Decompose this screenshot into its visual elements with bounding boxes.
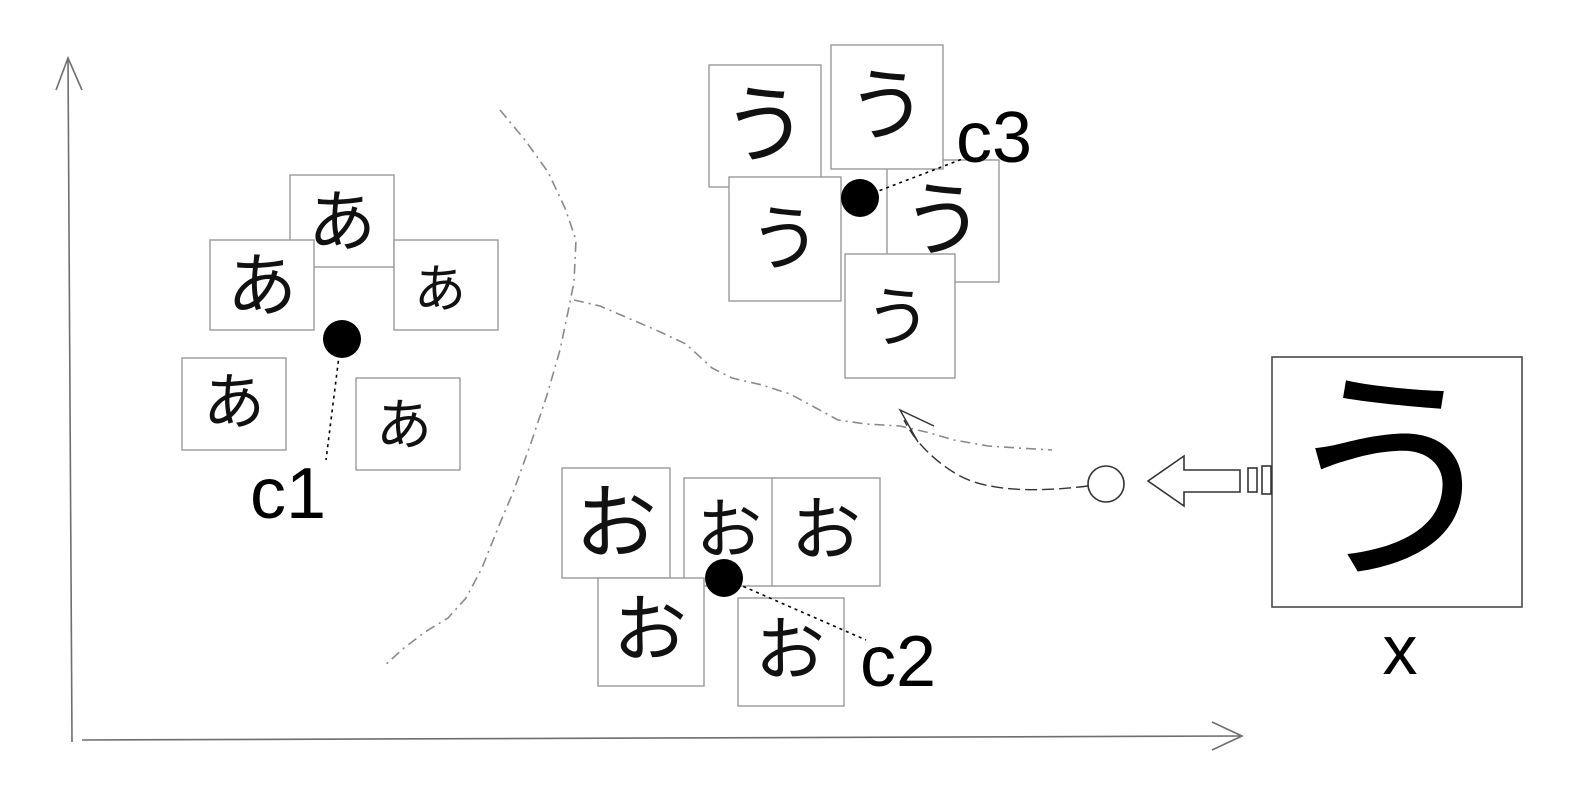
centroid-dot-icon [323, 320, 361, 358]
axes [55, 55, 1244, 751]
sample-card [830, 44, 944, 170]
sample-glyph: あ [203, 366, 265, 439]
cluster-u: う う う う う c3 [708, 44, 1032, 379]
sample-card [728, 176, 842, 302]
x-axis-line [81, 735, 1243, 741]
sample-glyph: う [865, 280, 931, 357]
boundary-a-o [383, 109, 577, 667]
assignment-line [325, 339, 342, 461]
arrow-tail-block [1261, 465, 1272, 495]
sample-glyph: う [902, 174, 984, 269]
assignment-line [723, 577, 867, 641]
cluster-o: お お お お お c2 [561, 467, 936, 707]
sample-card [209, 239, 315, 331]
sample-glyph: あ [414, 260, 466, 320]
cluster-label: c1 [250, 454, 326, 534]
sample-glyph: お [613, 587, 687, 673]
hollow-arrow-icon [1146, 454, 1241, 508]
assignment-line [859, 157, 966, 199]
query-mapping [898, 408, 1272, 508]
cluster-a: あ あ あ あ あ c1 [181, 174, 499, 534]
centroid-dot-icon [705, 559, 743, 597]
boundary-a-u [573, 299, 1053, 451]
query-label: x [1383, 611, 1418, 689]
sample-glyph: う [749, 197, 821, 281]
mapping-arrow-head-icon [898, 408, 935, 443]
sample-card [355, 377, 461, 471]
sample-glyph: あ [308, 184, 376, 263]
sample-card [708, 64, 822, 188]
sample-card [771, 477, 881, 587]
cluster-label: c2 [860, 622, 936, 702]
sample-glyph: お [755, 609, 825, 691]
sample-glyph: お [575, 477, 657, 572]
sample-card [737, 597, 845, 707]
query-sample: う x [1271, 349, 1523, 689]
sample-card [844, 253, 956, 379]
mapping-curve [903, 419, 1089, 491]
open-circle-icon [1087, 465, 1125, 503]
sample-card [393, 239, 499, 331]
sample-glyph: あ [227, 245, 297, 327]
query-card [1271, 356, 1523, 608]
sample-glyph: お [696, 492, 762, 569]
x-axis-arrow-icon [1211, 721, 1244, 751]
sample-glyph: あ [376, 394, 432, 459]
sample-card [181, 357, 287, 451]
sample-glyph: う [722, 76, 808, 176]
sample-glyph: お [791, 489, 861, 571]
decision-boundaries [383, 109, 1053, 667]
sample-card [597, 577, 705, 687]
y-axis-line [67, 57, 73, 743]
cluster-label: c3 [956, 98, 1032, 178]
sample-glyph: う [847, 60, 927, 153]
y-axis-arrow-icon [55, 55, 83, 91]
centroid-dot-icon [841, 179, 879, 217]
arrow-tail-block [1247, 467, 1258, 493]
sample-card [561, 467, 671, 579]
query-glyph: う [1277, 349, 1507, 616]
